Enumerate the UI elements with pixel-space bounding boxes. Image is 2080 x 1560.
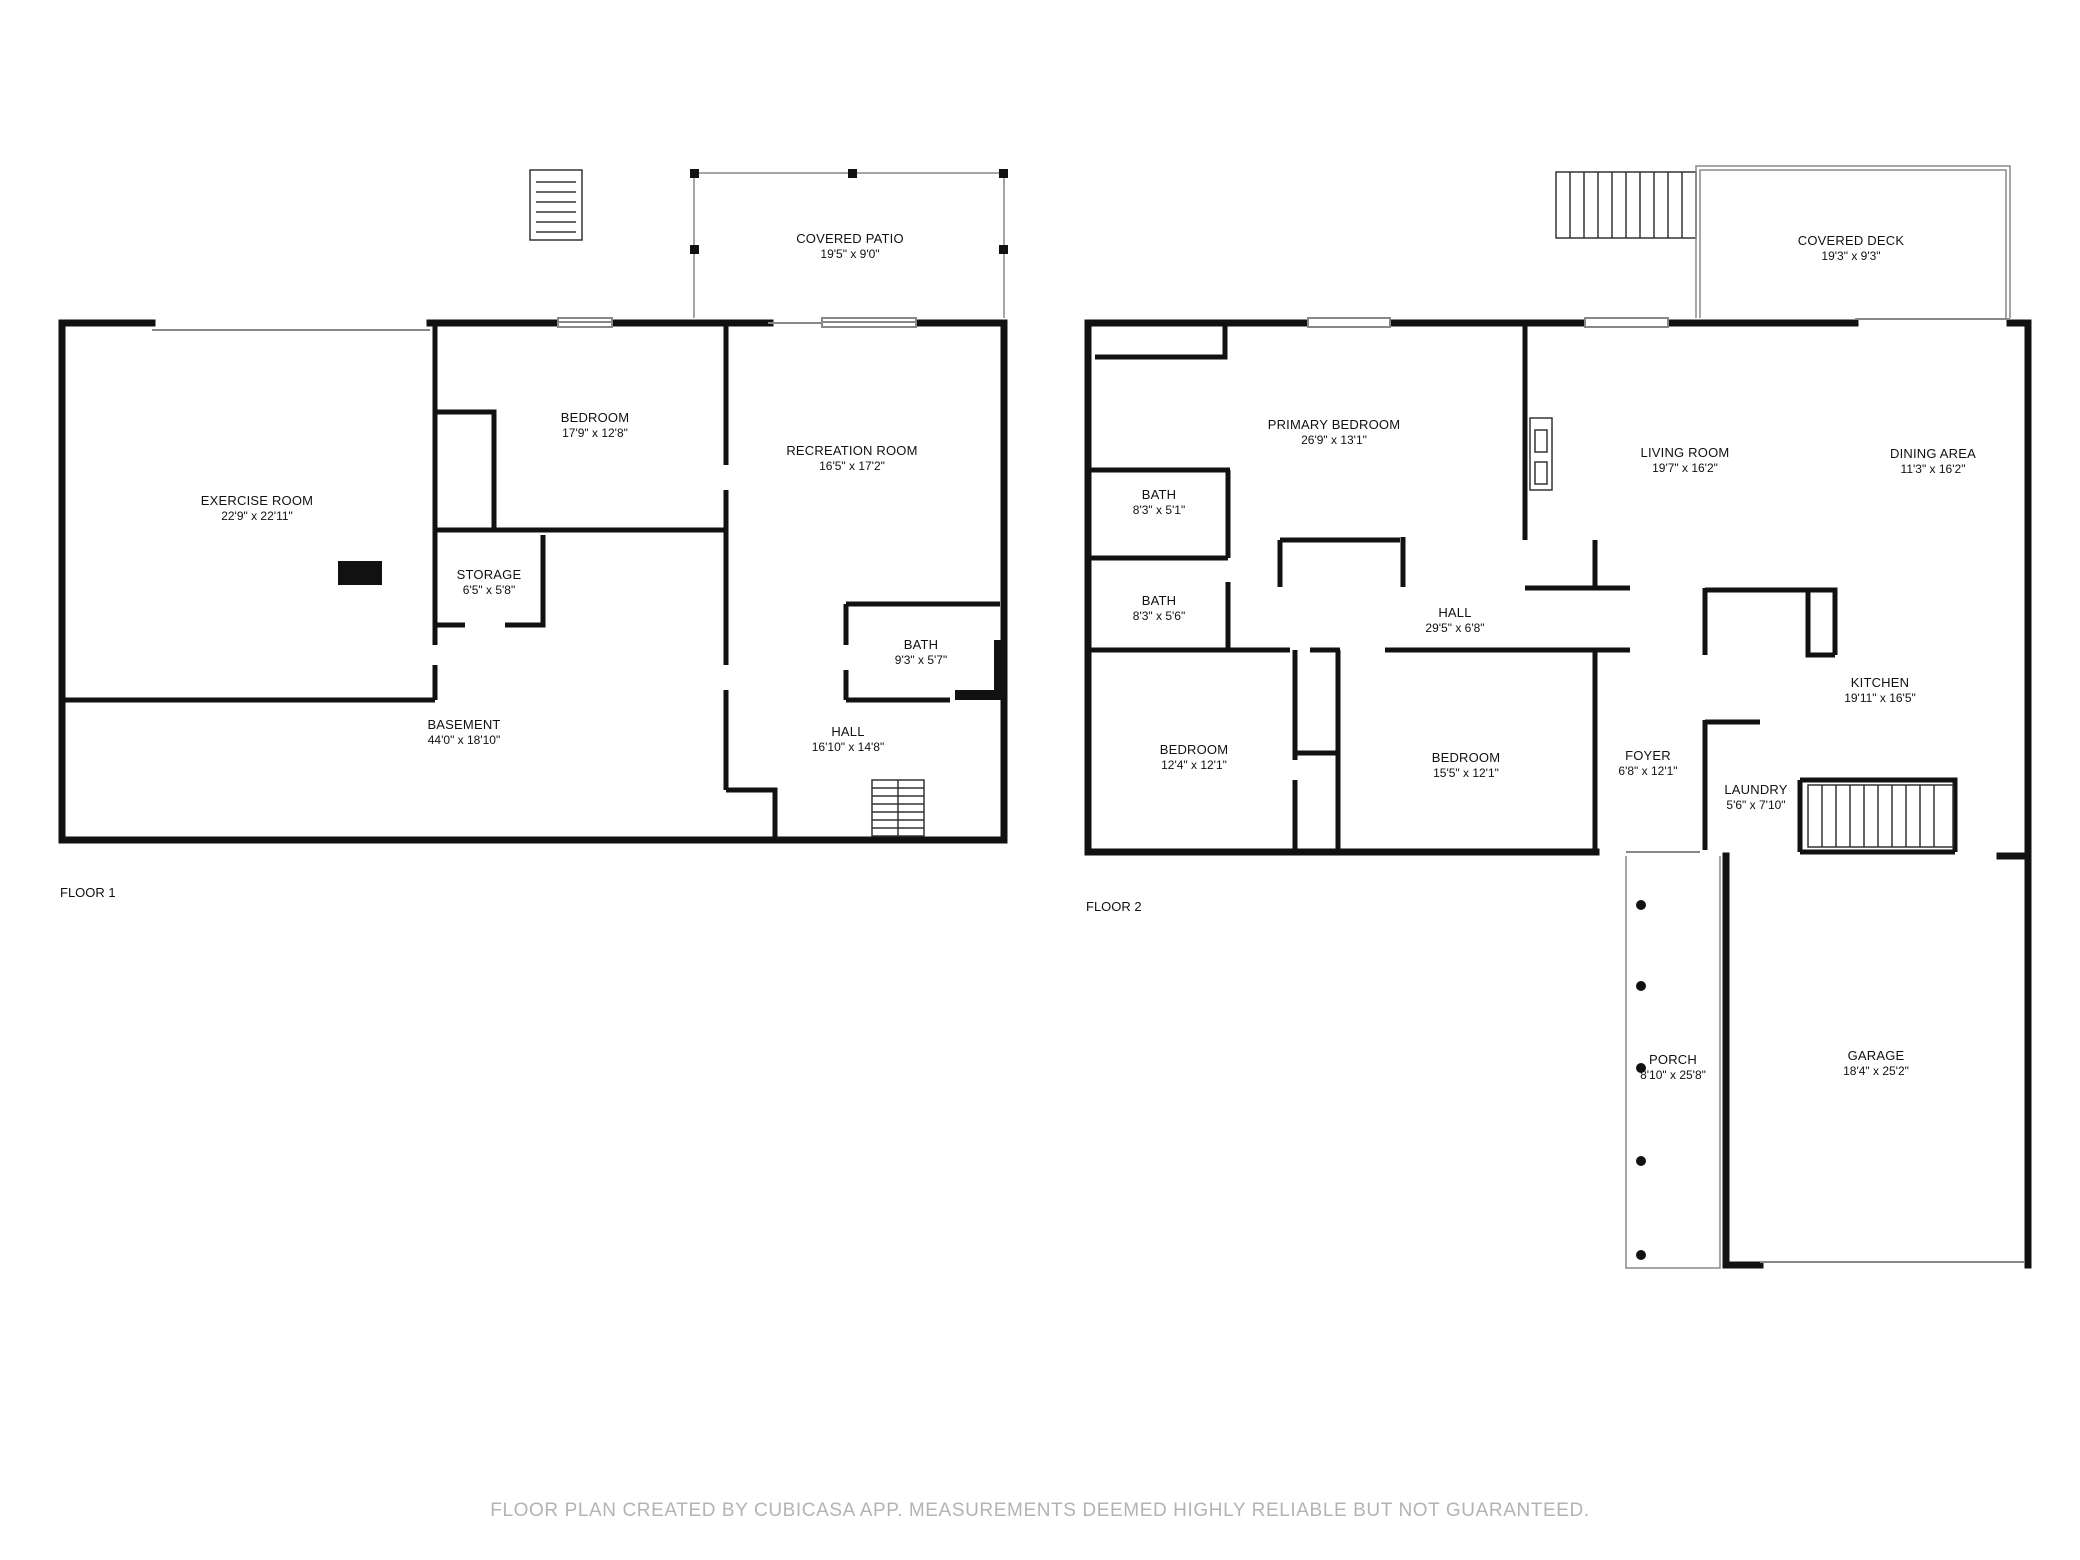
floor-1-exterior-walls xyxy=(58,319,1008,844)
room-dims-patio: 19'5" x 9'0" xyxy=(820,247,879,261)
room-dims-foyer: 6'8" x 12'1" xyxy=(1618,764,1677,778)
room-name-garage: GARAGE xyxy=(1848,1048,1905,1063)
room-dims-bedroom-2: 12'4" x 12'1" xyxy=(1161,758,1227,772)
room-name-bedroom-3: BEDROOM xyxy=(1432,750,1501,765)
room-name-deck: COVERED DECK xyxy=(1798,233,1905,248)
footer-disclaimer: FLOOR PLAN CREATED BY CUBICASA APP. MEAS… xyxy=(490,1500,1590,1521)
floor-2-porch-outline xyxy=(1625,856,1721,1269)
floor-2-fireplace-icon xyxy=(1529,417,1553,491)
room-name-hall-2: HALL xyxy=(1438,605,1471,620)
room-dims-laundry: 5'6" x 7'10" xyxy=(1726,798,1785,812)
floor-1-interior-walls xyxy=(62,326,1004,840)
room-dims-dining: 11'3" x 16'2" xyxy=(1901,462,1966,476)
room-name-foyer: FOYER xyxy=(1625,748,1671,763)
room-dims-living: 19'7" x 16'2" xyxy=(1652,461,1718,475)
floor-2-openings xyxy=(1307,317,2024,1263)
room-name-bath-2: BATH xyxy=(1142,593,1177,608)
floor-2-covered-deck-outline xyxy=(1695,165,2011,318)
room-dims-basement: 44'0" x 18'10" xyxy=(428,733,501,747)
room-name-bath: BATH xyxy=(904,637,939,652)
room-name-living: LIVING ROOM xyxy=(1641,445,1730,460)
room-name-recreation: RECREATION ROOM xyxy=(786,443,917,458)
room-dims-bath-1: 8'3" x 5'1" xyxy=(1133,503,1185,517)
room-dims-garage: 18'4" x 25'2" xyxy=(1843,1064,1909,1078)
room-name-primary-bedroom: PRIMARY BEDROOM xyxy=(1268,417,1401,432)
room-name-bedroom-2: BEDROOM xyxy=(1160,742,1229,757)
floor-1-patio-posts xyxy=(690,169,1008,254)
room-name-patio: COVERED PATIO xyxy=(796,231,904,246)
floor-2 xyxy=(1084,165,2032,1269)
room-name-storage: STORAGE xyxy=(457,567,522,582)
floor-1-outdoor-steps-icon xyxy=(529,169,583,241)
room-dims-bath: 9'3" x 5'7" xyxy=(895,653,947,667)
room-name-bedroom: BEDROOM xyxy=(561,410,630,425)
room-dims-bedroom-3: 15'5" x 12'1" xyxy=(1433,766,1499,780)
room-name-porch: PORCH xyxy=(1649,1052,1697,1067)
room-dims-hall-2: 29'5" x 6'8" xyxy=(1425,621,1484,635)
floor-1-label: FLOOR 1 xyxy=(60,885,116,900)
room-dims-deck: 19'3" x 9'3" xyxy=(1821,249,1880,263)
room-dims-storage: 6'5" x 5'8" xyxy=(463,583,515,597)
floor-2-label: FLOOR 2 xyxy=(1086,899,1142,914)
floor-1-openings xyxy=(152,317,917,331)
room-dims-primary-bedroom: 26'9" x 13'1" xyxy=(1301,433,1367,447)
floor-2-interior-walls xyxy=(1090,326,1958,855)
room-dims-porch: 8'10" x 25'8" xyxy=(1640,1068,1706,1082)
room-dims-recreation: 16'5" x 17'2" xyxy=(819,459,885,473)
floor-1-equipment-icon xyxy=(338,561,382,585)
room-name-laundry: LAUNDRY xyxy=(1724,782,1787,797)
room-name-basement: BASEMENT xyxy=(427,717,500,732)
room-labels: EXERCISE ROOM 22'9" x 22'11" BEDROOM 17'… xyxy=(201,231,1976,1082)
room-name-hall: HALL xyxy=(831,724,864,739)
room-name-bath-1: BATH xyxy=(1142,487,1177,502)
floor-2-deck-steps-icon xyxy=(1555,171,1697,239)
room-dims-exercise: 22'9" x 22'11" xyxy=(221,509,293,523)
floor-1 xyxy=(58,169,1008,844)
room-dims-kitchen: 19'11" x 16'5" xyxy=(1844,691,1916,705)
floor-1-stairs-icon xyxy=(871,779,925,837)
room-dims-bath-2: 8'3" x 5'6" xyxy=(1133,609,1185,623)
room-name-kitchen: KITCHEN xyxy=(1851,675,1909,690)
room-name-dining: DINING AREA xyxy=(1890,446,1976,461)
floor-2-exterior-walls xyxy=(1084,319,2032,1269)
room-name-exercise: EXERCISE ROOM xyxy=(201,493,313,508)
room-dims-bedroom: 17'9" x 12'8" xyxy=(562,426,628,440)
floor-2-stairs-icon xyxy=(1807,784,1954,848)
floor-2-porch-posts xyxy=(1636,900,1646,1260)
room-dims-hall: 16'10" x 14'8" xyxy=(812,740,885,754)
